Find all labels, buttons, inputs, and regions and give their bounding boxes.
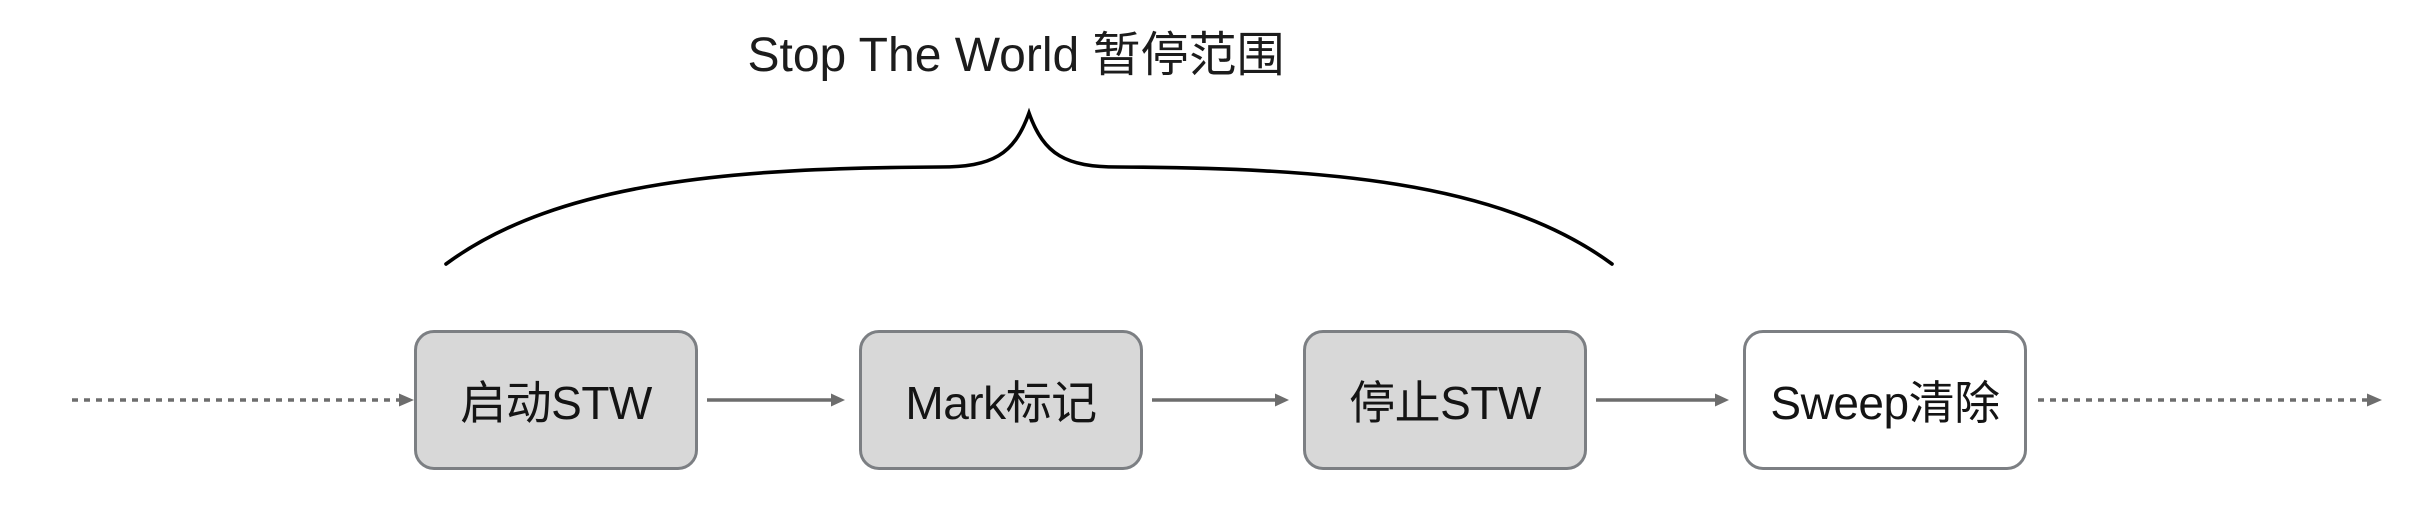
node-label: 启动STW (460, 377, 652, 429)
node-stop-stw: 停止STW (1303, 330, 1587, 470)
dashed-arrow-left (72, 393, 414, 407)
arrow-icon (707, 393, 845, 407)
node-label: Sweep清除 (1770, 377, 2000, 429)
node-label: 停止STW (1349, 377, 1541, 429)
brace-icon (444, 107, 1614, 266)
dashed-arrow-right (2038, 393, 2382, 407)
node-sweep: Sweep清除 (1743, 330, 2027, 470)
brace-label: Stop The World 暂停范围 (747, 29, 1285, 82)
node-mark: Mark标记 (859, 330, 1143, 470)
arrow-icon (1596, 393, 1729, 407)
arrow-icon (1152, 393, 1289, 407)
node-label: Mark标记 (905, 377, 1097, 429)
node-start-stw: 启动STW (414, 330, 698, 470)
